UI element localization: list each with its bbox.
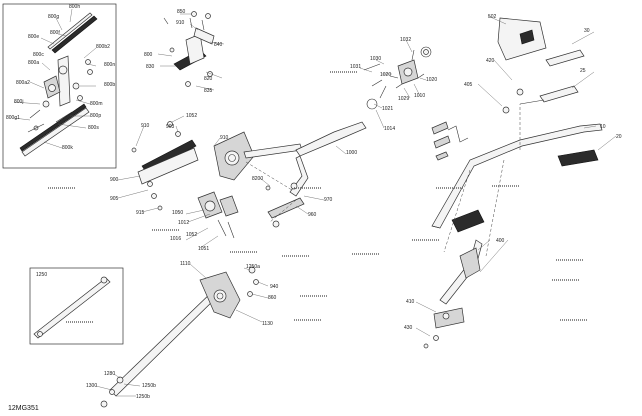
- callout-1022: 1020: [426, 77, 437, 83]
- callout-915: 915: [136, 210, 145, 216]
- callout-1250-box: 1250: [36, 272, 47, 278]
- callout-1010: 1010: [414, 93, 425, 99]
- callout-1020: 1020: [380, 72, 391, 78]
- callout-410: 410: [406, 299, 415, 305]
- callout-1250b-2: 1250b: [136, 394, 150, 400]
- callout-8200: 8200: [252, 176, 263, 182]
- callout-800j: 800j: [14, 99, 23, 105]
- handlebar-assembly-right: [431, 15, 617, 273]
- threadlocker-symbols: [48, 71, 588, 323]
- callout-405: 405: [464, 82, 473, 88]
- callout-800a2: 800a2: [16, 80, 30, 86]
- callout-800m: 800m: [90, 101, 103, 107]
- callout-1000: 1000: [346, 150, 357, 156]
- callout-430: 430: [404, 325, 413, 331]
- callout-850: 850: [177, 9, 186, 15]
- callout-20: 20: [616, 134, 622, 140]
- bracket-assembly-800: [157, 11, 225, 91]
- callout-502: 502: [488, 14, 497, 20]
- callout-960: 960: [308, 212, 317, 218]
- callout-1300: 1300: [86, 383, 97, 389]
- steering-arm-1000: [245, 121, 367, 228]
- callout-1110: 1110: [180, 261, 191, 267]
- callout-1250b: 1250b: [142, 383, 156, 389]
- callout-910-top: 910: [176, 20, 185, 26]
- callout-1029: 1029: [398, 96, 409, 102]
- callout-1012: 1012: [178, 220, 189, 226]
- callout-420: 420: [486, 58, 495, 64]
- callout-1031: 1031: [350, 64, 361, 70]
- callout-1280: 1280: [104, 371, 115, 377]
- callout-910-a: 910: [141, 123, 150, 129]
- callout-800g1: 800g1: [6, 115, 20, 121]
- callout-910-b: 910: [220, 135, 229, 141]
- callout-1030: 1030: [370, 56, 381, 62]
- callout-800: 800: [144, 52, 153, 58]
- callout-800p: 800p: [90, 113, 101, 119]
- housing-assembly-900: [117, 115, 303, 249]
- callout-1016: 1016: [170, 236, 181, 242]
- callout-970: 970: [324, 197, 333, 203]
- callout-800k: 800k: [62, 145, 73, 151]
- callout-1052-a: 1052: [186, 113, 197, 119]
- callout-800a: 800a: [28, 60, 39, 66]
- inset-detail-top: [2, 3, 117, 169]
- callout-900: 900: [110, 177, 119, 183]
- callout-1250a: 1250a: [246, 264, 260, 270]
- callout-1032: 1032: [400, 37, 411, 43]
- callout-903: 903: [166, 124, 175, 130]
- callout-800n: 800n: [104, 62, 115, 68]
- callout-800h: 800h: [69, 4, 80, 10]
- callout-840: 840: [214, 42, 223, 48]
- callout-800c: 800c: [33, 52, 44, 58]
- callout-400: 400: [496, 238, 505, 244]
- callout-1052-b: 1052: [186, 232, 197, 238]
- callout-800e: 800e: [28, 34, 39, 40]
- callout-800s: 800s: [88, 125, 99, 131]
- callout-830: 830: [146, 64, 155, 70]
- callout-940: 940: [270, 284, 279, 290]
- inset-detail-bottom: [29, 267, 124, 345]
- callout-1021: 1021: [382, 106, 393, 112]
- cable-fittings: [431, 121, 469, 161]
- shaft-assembly-1110: [95, 263, 269, 408]
- callout-800g: 800g: [48, 14, 59, 20]
- callout-800f: 800f: [50, 30, 60, 36]
- callout-1130: 1130: [262, 321, 273, 327]
- callout-30: 30: [584, 28, 590, 34]
- callout-860: 860: [268, 295, 277, 301]
- callout-820: 820: [204, 76, 213, 82]
- steering-column-400: [415, 239, 491, 349]
- clamp-assembly-1010: [359, 39, 432, 129]
- callout-800b: 800b: [104, 82, 115, 88]
- callout-1014: 1014: [384, 126, 395, 132]
- callout-10: 10: [600, 124, 606, 130]
- callout-905: 905: [110, 196, 119, 202]
- figure-code: 12MG351: [8, 405, 39, 412]
- callout-25: 25: [580, 68, 586, 74]
- callout-800b2: 800b2: [96, 44, 110, 50]
- callout-1050: 1050: [172, 210, 183, 216]
- callout-1051: 1051: [198, 246, 209, 252]
- callout-835: 835: [204, 88, 213, 94]
